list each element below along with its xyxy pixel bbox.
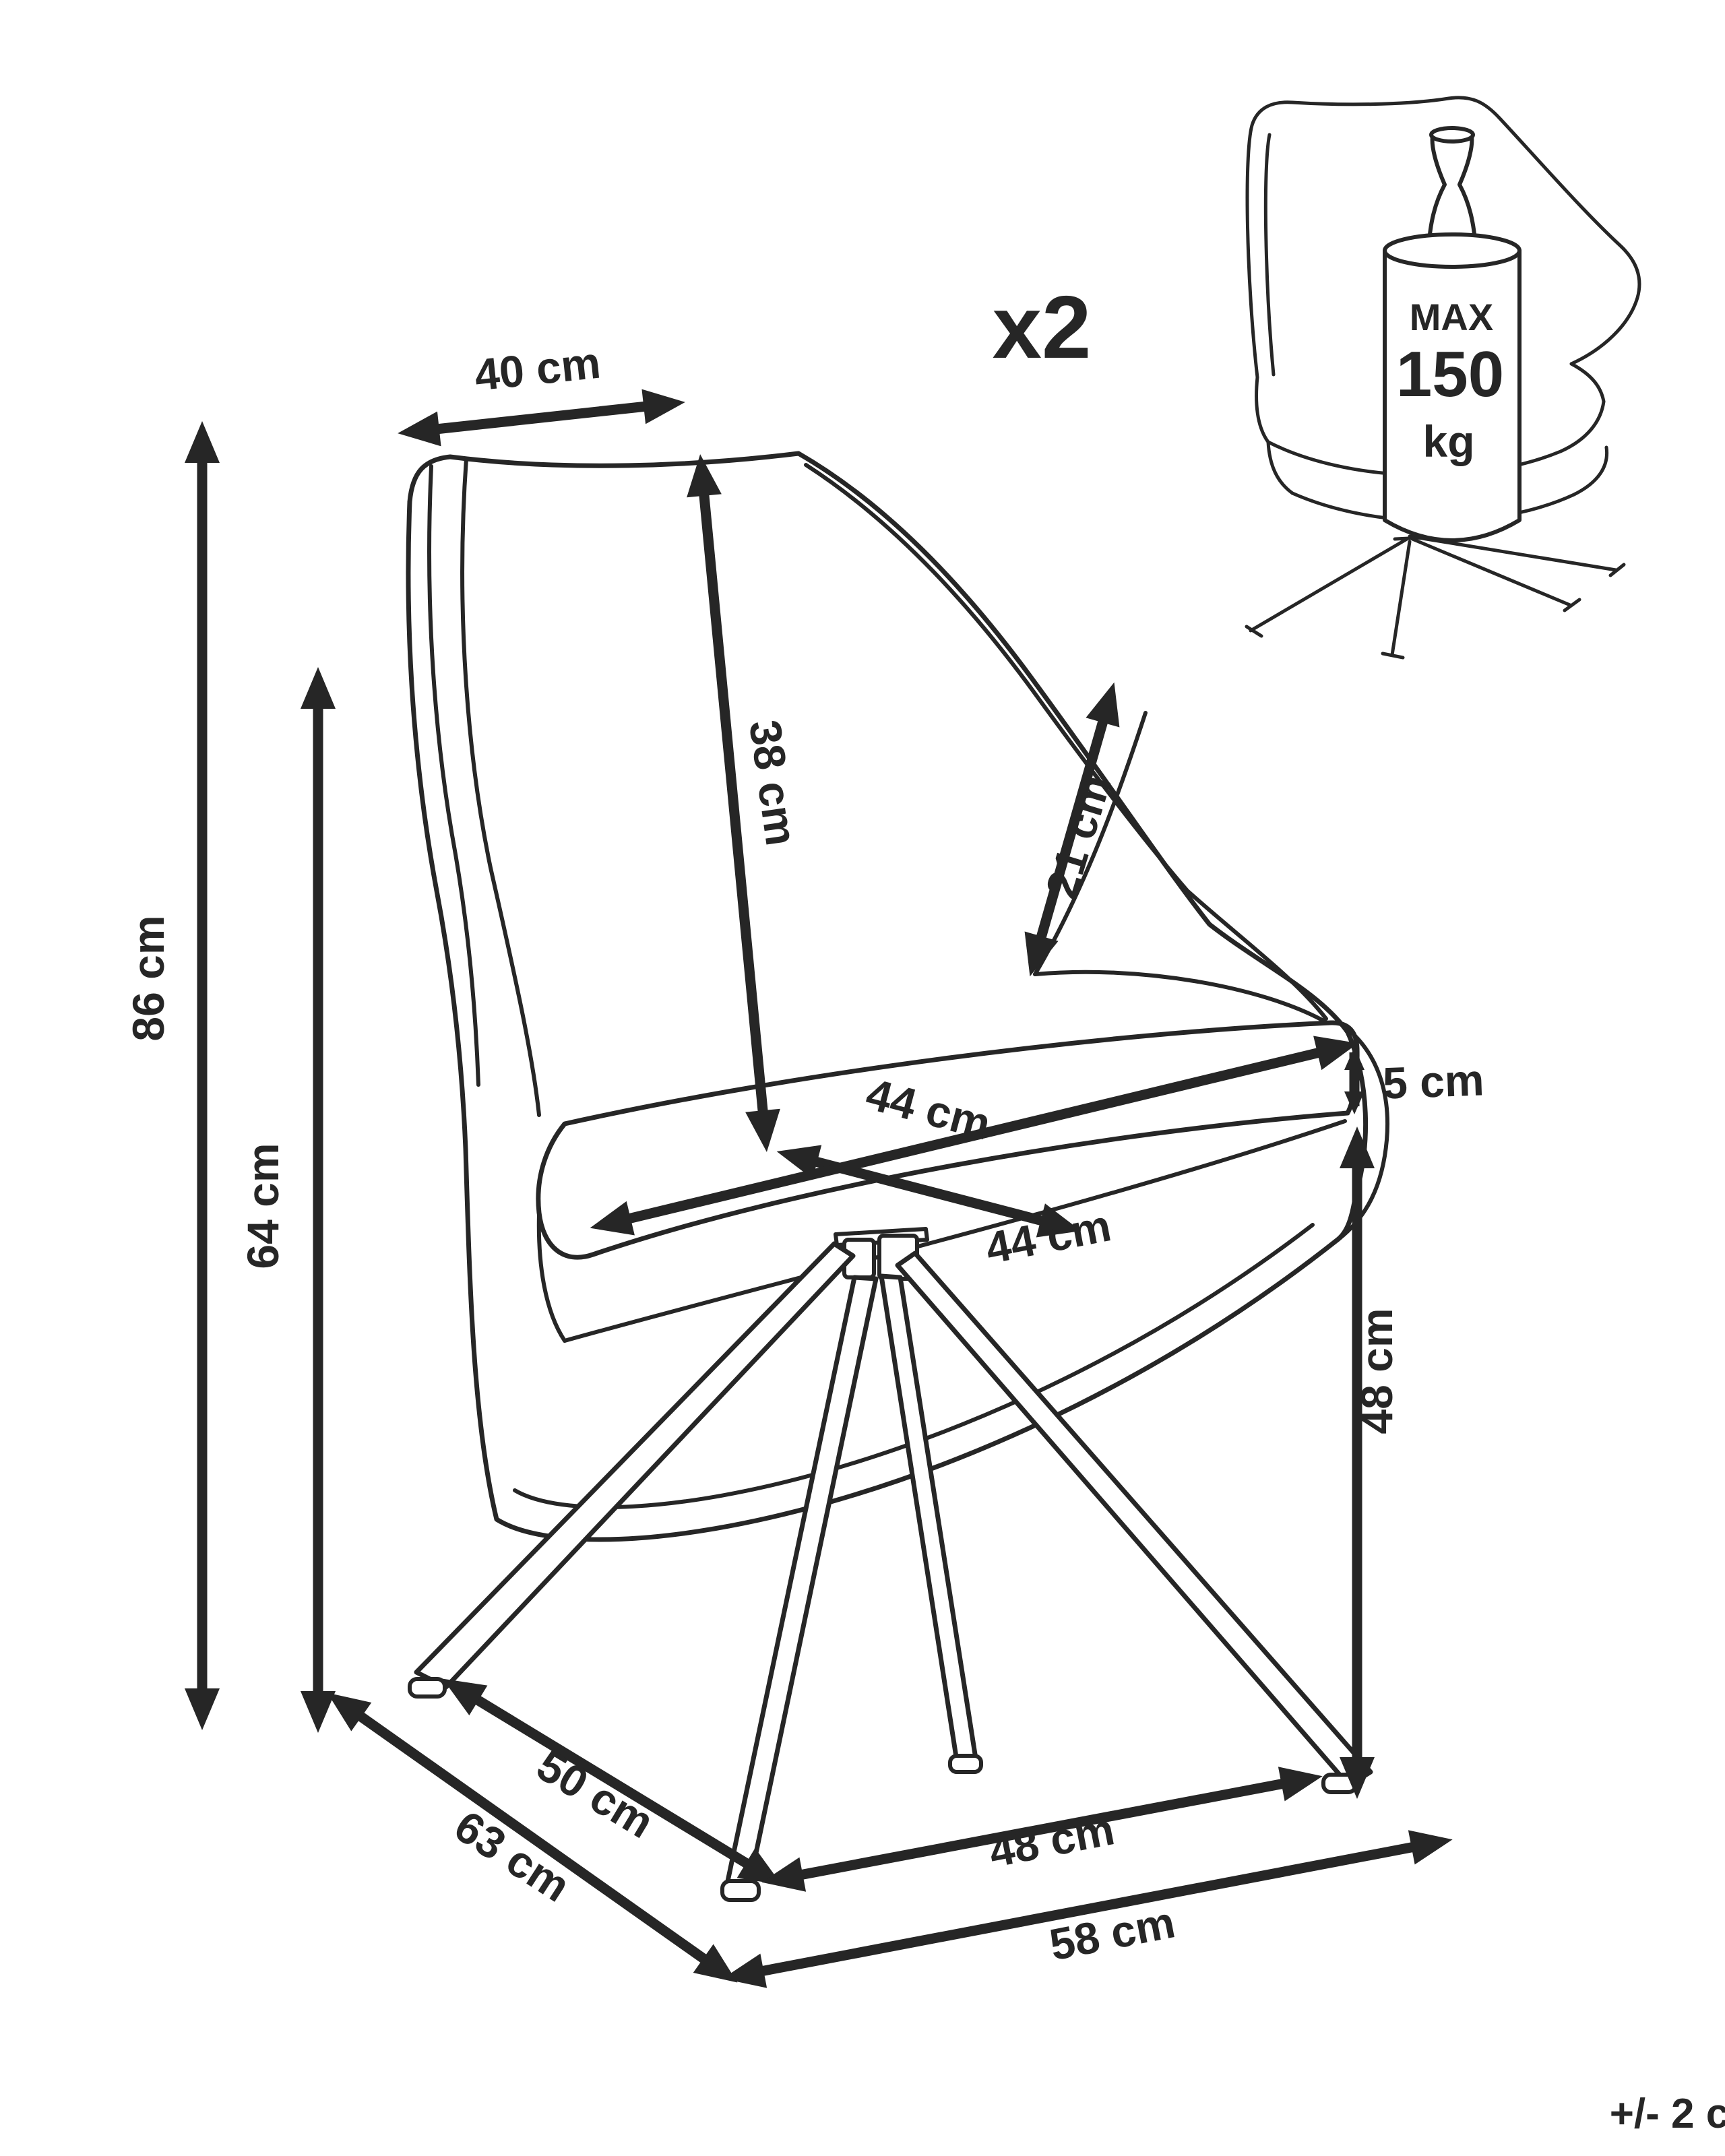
foot-front-left [408,1677,447,1699]
tolerance-note: +/- 2 cm [1610,2091,1725,2137]
base-side-depth-label: 63 cm [446,1801,579,1911]
leg-back-center [879,1273,978,1764]
base-side-depth-arrow [327,1692,738,1983]
dimension-base-side-depth: 63 cm [327,1692,738,1983]
backrest-height-arrow [687,454,780,1152]
base-total-width-arrow [722,1830,1453,1988]
backrest-height-label: 38 cm [740,717,807,849]
cushion-thickness-label: 5 cm [1382,1054,1485,1108]
max-load-line1: MAX [1410,296,1493,338]
leg-front-center [725,1275,879,1888]
quantity-label: x2 [993,278,1092,377]
armrest-length-label: 21 cm [1036,769,1120,904]
backrest-floor-height-label: 64 cm [238,1143,288,1269]
weight-cylinder: MAX 150 kg [1383,126,1522,542]
base-front-width-label: 48 cm [985,1804,1119,1876]
dimension-cushion-thickness: 5 cm [1344,1047,1485,1114]
seat-height-label: 48 cm [1352,1308,1402,1434]
dimension-base-front-width: 48 cm [761,1767,1323,1892]
max-load-line2: 150 [1396,338,1504,410]
dimension-backrest-height: 38 cm [687,454,807,1152]
dimension-backrest-top-width: 40 cm [398,338,685,447]
total-height-label: 86 cm [123,915,173,1041]
backrest-top-width-arrow [398,389,685,447]
foot-back-center [948,1754,983,1774]
base-side-front-label: 50 cm [529,1740,663,1847]
dimension-armrest-length: 21 cm [1024,682,1121,977]
backrest-top-width-label: 40 cm [472,338,603,400]
base-total-width-label: 58 cm [1046,1897,1179,1969]
mini-chair-legs [1245,534,1626,660]
seat-width-arrow [590,1036,1358,1236]
mini-chair [1245,96,1641,660]
max-load-line3: kg [1422,416,1474,466]
dimension-backrest-floor-height: 64 cm [238,667,336,1733]
foot-front-right [1321,1773,1358,1794]
main-chair [406,451,1389,1902]
armrest-length-arrow [1024,682,1120,977]
max-load-figure: MAX 150 kg [1245,96,1641,660]
foot-front-center [720,1879,761,1902]
dimension-seat-height: 48 cm [1340,1127,1402,1799]
dimension-total-height: 86 cm [123,421,220,1730]
